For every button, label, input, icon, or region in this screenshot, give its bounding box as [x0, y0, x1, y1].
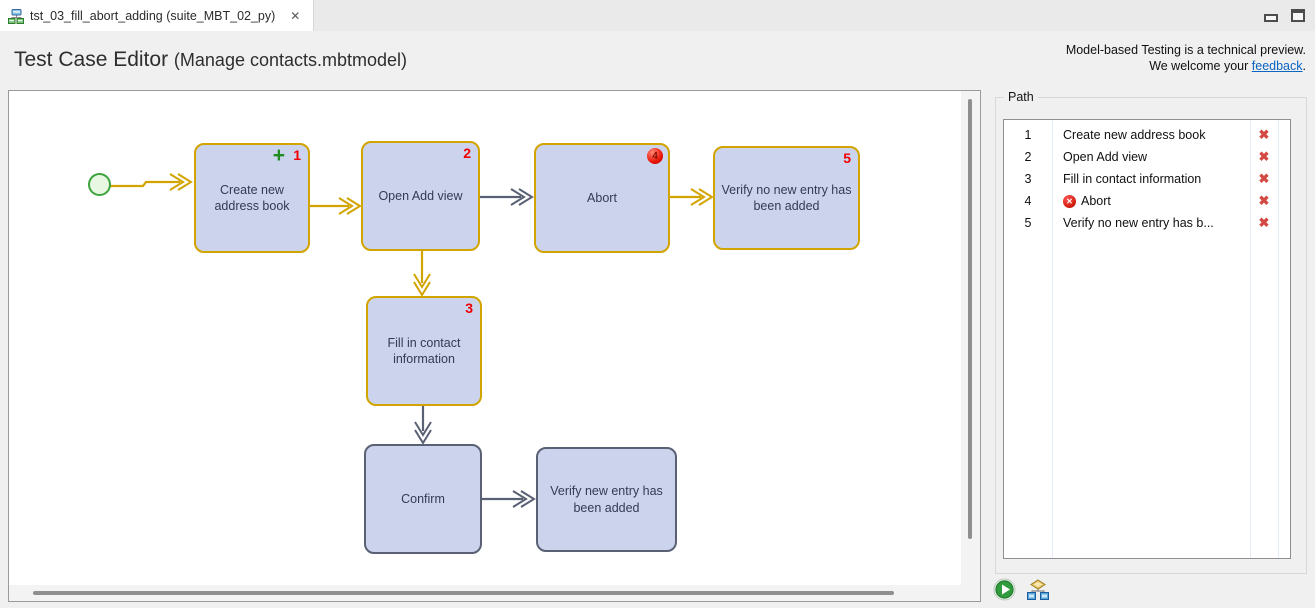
step-number: 3 [465, 300, 473, 316]
tab-close-icon[interactable]: ✕ [290, 8, 301, 23]
maximize-icon[interactable] [1291, 9, 1305, 22]
node-abort[interactable]: 4 Abort [534, 143, 670, 253]
row-number: 5 [1024, 216, 1032, 230]
page-title: Test Case Editor (Manage contacts.mbtmod… [14, 48, 407, 72]
node-verify-new-entry[interactable]: Verify new entry has been added [536, 447, 677, 552]
error-icon: ✕ [1063, 194, 1076, 208]
path-row-1[interactable]: 1 Create new address book ✖ [1004, 124, 1290, 146]
path-row-2[interactable]: 2 Open Add view ✖ [1004, 146, 1290, 168]
editor-title: Test Case Editor [14, 48, 169, 71]
diagram-canvas[interactable]: + 1 Create new address book 2 Open Add v… [9, 91, 961, 585]
node-label: Create new address book [214, 182, 290, 213]
tab-test-case[interactable]: tst_03_fill_abort_adding (suite_MBT_02_p… [0, 0, 315, 31]
row-number: 3 [1024, 172, 1032, 186]
delete-row-icon[interactable]: ✖ [1258, 215, 1270, 230]
path-list[interactable]: 1 Create new address book ✖ 2 Open Add v… [1003, 119, 1291, 559]
horizontal-scrollbar[interactable] [33, 591, 894, 595]
minimize-icon[interactable] [1264, 13, 1278, 22]
add-step-icon: + [272, 144, 285, 167]
path-row-4[interactable]: 4 ✕Abort ✖ [1004, 190, 1290, 212]
node-open-add-view[interactable]: 2 Open Add view [361, 141, 480, 251]
vertical-scrollbar[interactable] [968, 99, 972, 539]
node-confirm[interactable]: Confirm [364, 444, 482, 554]
row-label: Fill in contact information [1063, 172, 1202, 186]
delete-row-icon[interactable]: ✖ [1258, 193, 1270, 208]
node-label: Confirm [401, 491, 445, 506]
show-model-button[interactable] [1025, 578, 1051, 601]
technical-preview-notice: Model-based Testing is a technical previ… [1066, 42, 1306, 74]
tab-bar: tst_03_fill_abort_adding (suite_MBT_02_p… [0, 0, 1315, 31]
node-label: Open Add view [378, 188, 463, 203]
column-separator [1052, 120, 1053, 558]
start-node[interactable] [88, 173, 111, 196]
step-number: 1 [293, 147, 301, 163]
delete-row-icon[interactable]: ✖ [1258, 149, 1270, 164]
path-group-title: Path [1004, 90, 1038, 104]
row-label: Open Add view [1063, 150, 1148, 164]
node-create-new-address-book[interactable]: + 1 Create new address book [194, 143, 310, 253]
column-separator [1278, 120, 1279, 558]
node-label: Verify no new entry has been added [721, 182, 852, 213]
test-model-icon [8, 8, 24, 24]
node-label: Fill in contact information [387, 335, 461, 366]
node-fill-contact-information[interactable]: 3 Fill in contact information [366, 296, 482, 406]
row-number: 2 [1024, 150, 1032, 164]
diagram-edges [110, 173, 714, 508]
notice-line1: Model-based Testing is a technical previ… [1065, 43, 1306, 57]
diagram-canvas-container: + 1 Create new address book 2 Open Add v… [8, 90, 981, 602]
path-row-5[interactable]: 5 Verify no new entry has b... ✖ [1004, 212, 1290, 234]
column-separator [1250, 120, 1251, 558]
notice-line2: We welcome your feedback. [1149, 59, 1306, 73]
row-label: ✕Abort [1052, 194, 1250, 208]
path-group: Path 1 Create new address book ✖ 2 Open … [995, 90, 1307, 574]
tab-label: tst_03_fill_abort_adding (suite_MBT_02_p… [30, 8, 276, 23]
error-step-badge: 4 [647, 148, 663, 164]
delete-row-icon[interactable]: ✖ [1258, 127, 1270, 142]
row-label: Create new address book [1063, 128, 1206, 142]
path-toolbar [993, 578, 1051, 601]
step-number: 5 [843, 150, 851, 166]
node-verify-no-new-entry[interactable]: 5 Verify no new entry has been added [713, 146, 860, 250]
delete-row-icon[interactable]: ✖ [1258, 171, 1270, 186]
step-number: 2 [463, 145, 471, 161]
node-label: Verify new entry has been added [550, 484, 663, 515]
row-number: 4 [1024, 194, 1032, 208]
model-file-name: (Manage contacts.mbtmodel) [173, 50, 408, 70]
path-row-3[interactable]: 3 Fill in contact information ✖ [1004, 168, 1290, 190]
feedback-link[interactable]: feedback [1251, 59, 1303, 73]
node-label: Abort [587, 190, 617, 205]
row-number: 1 [1024, 128, 1032, 142]
run-test-button[interactable] [993, 578, 1016, 601]
row-label: Verify no new entry has b... [1063, 216, 1214, 230]
